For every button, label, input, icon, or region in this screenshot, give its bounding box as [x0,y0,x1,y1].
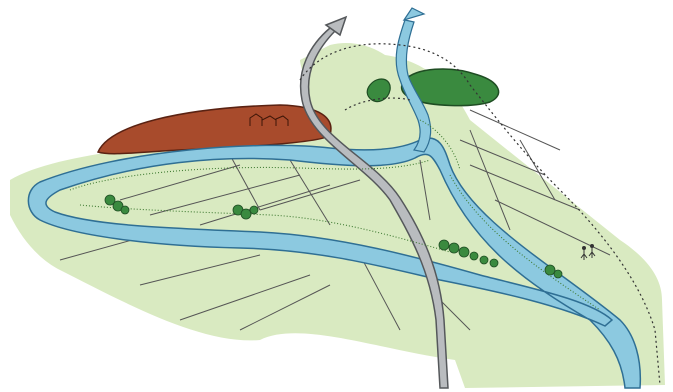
vegetation-strips [69,119,601,311]
field-lines [59,109,611,331]
stream-arrow [402,7,426,22]
buildings-icon [249,113,289,126]
road-arrow [324,15,348,37]
river [27,137,642,389]
stream [395,19,432,153]
dotted-paths [299,43,661,386]
people-icon [580,244,596,260]
road [299,27,449,389]
trees [104,194,563,279]
land-area [10,43,665,388]
forest-patch-small [366,78,391,103]
